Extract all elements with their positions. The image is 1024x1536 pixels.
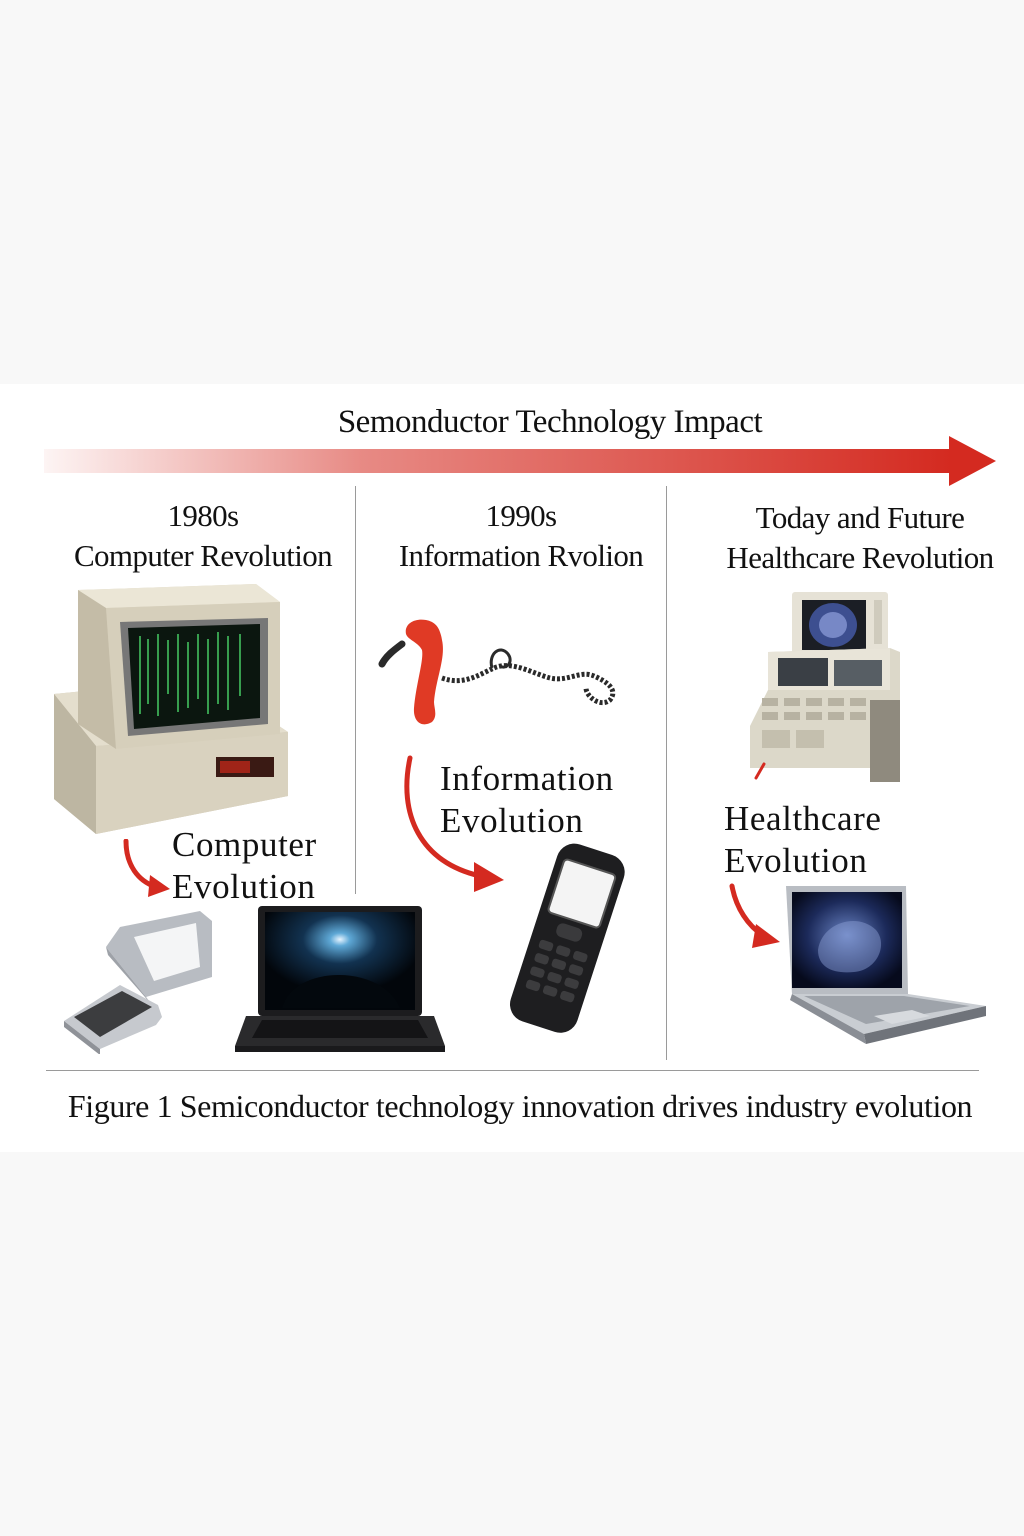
divider-2 <box>666 486 667 1060</box>
healthcare-evolution-line1: Healthcare <box>724 799 882 838</box>
computer-evolution-line2: Evolution <box>172 867 316 906</box>
healthcare-evolution-label: Healthcare Evolution <box>724 798 882 882</box>
era-2-header: 1990s Information Rvolion <box>368 496 674 576</box>
information-evolution-line1: Information <box>440 759 614 798</box>
impact-title: Semonductor Technology Impact <box>337 404 763 440</box>
healthcare-evolution-arrow <box>729 883 780 948</box>
era-1-header: 1980s Computer Revolution <box>50 496 356 576</box>
era-1-title: Computer Revolution <box>73 538 333 573</box>
top-margin <box>0 0 1024 384</box>
medical-laptop-icon <box>786 886 986 1044</box>
figure-caption: Figure 1 Semiconductor technology innova… <box>67 1088 973 1124</box>
medical-scanner-icon <box>750 592 900 782</box>
era-3-header: Today and Future Healthcare Revolution <box>700 498 1020 578</box>
era-1-period: 1980s <box>167 498 239 533</box>
information-evolution-line2: Evolution <box>440 801 584 840</box>
information-evolution-arrow <box>404 755 504 892</box>
portable-device-icon <box>64 911 212 1054</box>
healthcare-evolution-line2: Evolution <box>724 841 868 880</box>
bottom-margin <box>0 1152 1024 1536</box>
mobile-phone-icon <box>509 843 625 1033</box>
era-3-period: Today and Future <box>755 500 965 535</box>
divider-1 <box>355 486 356 894</box>
era-2-title: Information Rvolion <box>398 538 644 573</box>
impact-arrow <box>44 436 996 486</box>
scanner-marker <box>754 762 766 780</box>
computer-evolution-label: Computer Evolution <box>172 824 317 908</box>
laptop-icon <box>235 906 445 1052</box>
corded-phone-icon <box>378 619 616 725</box>
era-3-title: Healthcare Revolution <box>726 540 994 575</box>
figure-panel: Semonductor Technology Impact 1980s Comp… <box>0 384 1024 1152</box>
computer-evolution-line1: Computer <box>172 825 317 864</box>
information-evolution-label: Information Evolution <box>440 758 614 842</box>
baseline-divider <box>46 1070 979 1071</box>
retro-computer-icon <box>54 584 288 834</box>
era-2-period: 1990s <box>485 498 557 533</box>
computer-evolution-arrow <box>123 839 170 897</box>
